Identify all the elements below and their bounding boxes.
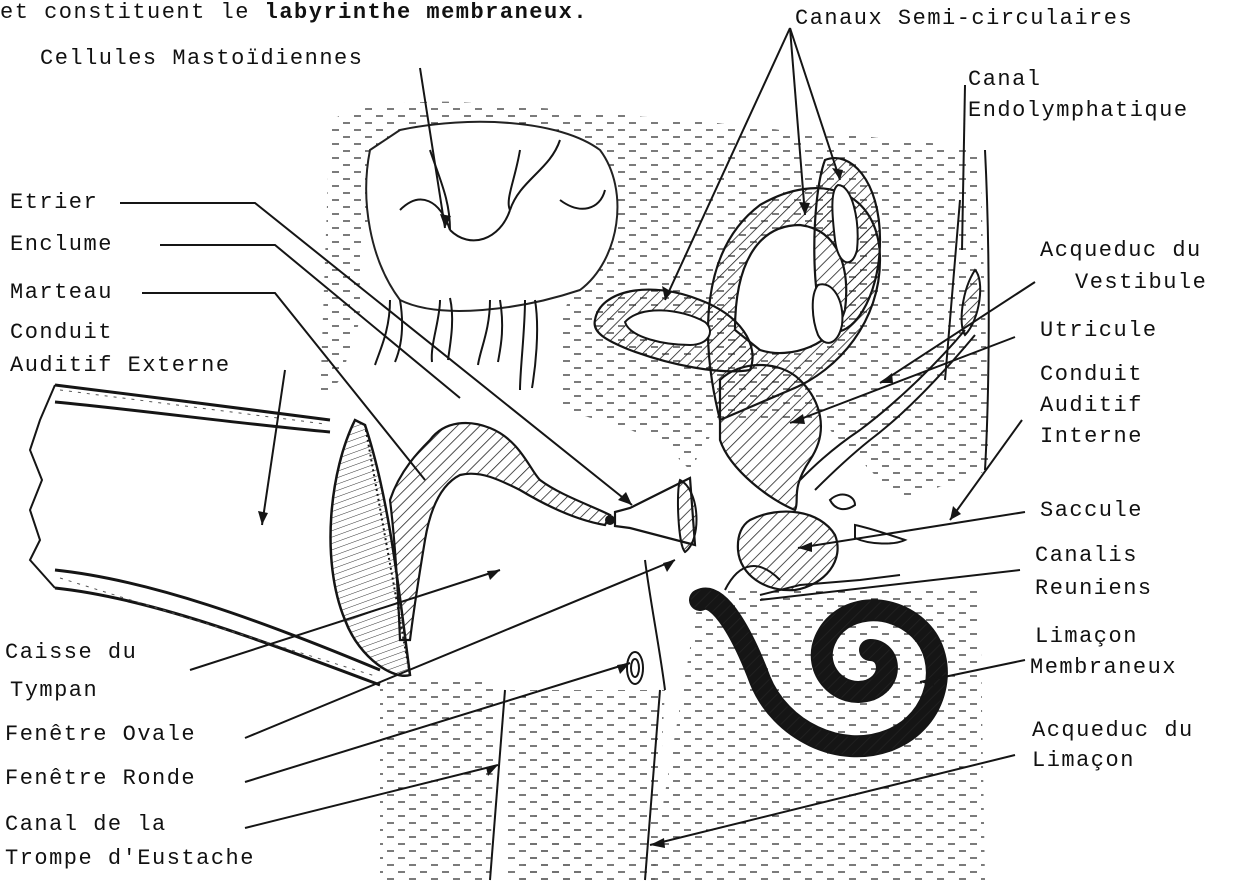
label-limacon-2: Membraneux <box>1030 655 1177 681</box>
label-conduit-interne-2: Auditif <box>1040 393 1143 419</box>
label-trompe-1: Canal de la <box>5 812 167 838</box>
label-fenetre-ovale: Fenêtre Ovale <box>5 722 196 748</box>
label-trompe-2: Trompe d'Eustache <box>5 846 255 872</box>
ossicles <box>390 423 696 640</box>
label-enclume: Enclume <box>10 232 113 258</box>
label-caisse-1: Caisse du <box>5 640 137 666</box>
label-etrier: Etrier <box>10 190 98 216</box>
label-acqueduc-vestibule-2: Vestibule <box>1075 270 1207 296</box>
label-marteau: Marteau <box>10 280 113 306</box>
label-acqueduc-limacon-1: Acqueduc du <box>1032 718 1194 744</box>
label-cellules-mastoidiennes: Cellules Mastoïdiennes <box>40 46 363 72</box>
label-limacon-1: Limaçon <box>1035 624 1138 650</box>
label-canaux-semi-circulaires: Canaux Semi-circulaires <box>795 6 1133 32</box>
label-reuniens: Reuniens <box>1035 576 1153 602</box>
label-caisse-2: Tympan <box>10 678 98 704</box>
intro-bold-text: labyrinthe membraneux. <box>265 0 588 25</box>
intro-line: et constituent le labyrinthe membraneux. <box>0 0 588 26</box>
label-canal: Canal <box>968 67 1042 93</box>
label-conduit-interne-1: Conduit <box>1040 362 1143 388</box>
label-canalis: Canalis <box>1035 543 1138 569</box>
label-utricule: Utricule <box>1040 318 1158 344</box>
label-conduit-externe-2: Auditif Externe <box>10 353 231 379</box>
label-endolymphatique: Endolymphatique <box>968 98 1189 124</box>
round-window <box>627 652 643 684</box>
label-conduit-externe-1: Conduit <box>10 320 113 346</box>
label-fenetre-ronde: Fenêtre Ronde <box>5 766 196 792</box>
label-acqueduc-limacon-2: Limaçon <box>1032 748 1135 774</box>
label-acqueduc-vestibule-1: Acqueduc du <box>1040 238 1202 264</box>
label-saccule: Saccule <box>1040 498 1143 524</box>
label-conduit-interne-3: Interne <box>1040 424 1143 450</box>
intro-text: et constituent le <box>0 0 265 25</box>
